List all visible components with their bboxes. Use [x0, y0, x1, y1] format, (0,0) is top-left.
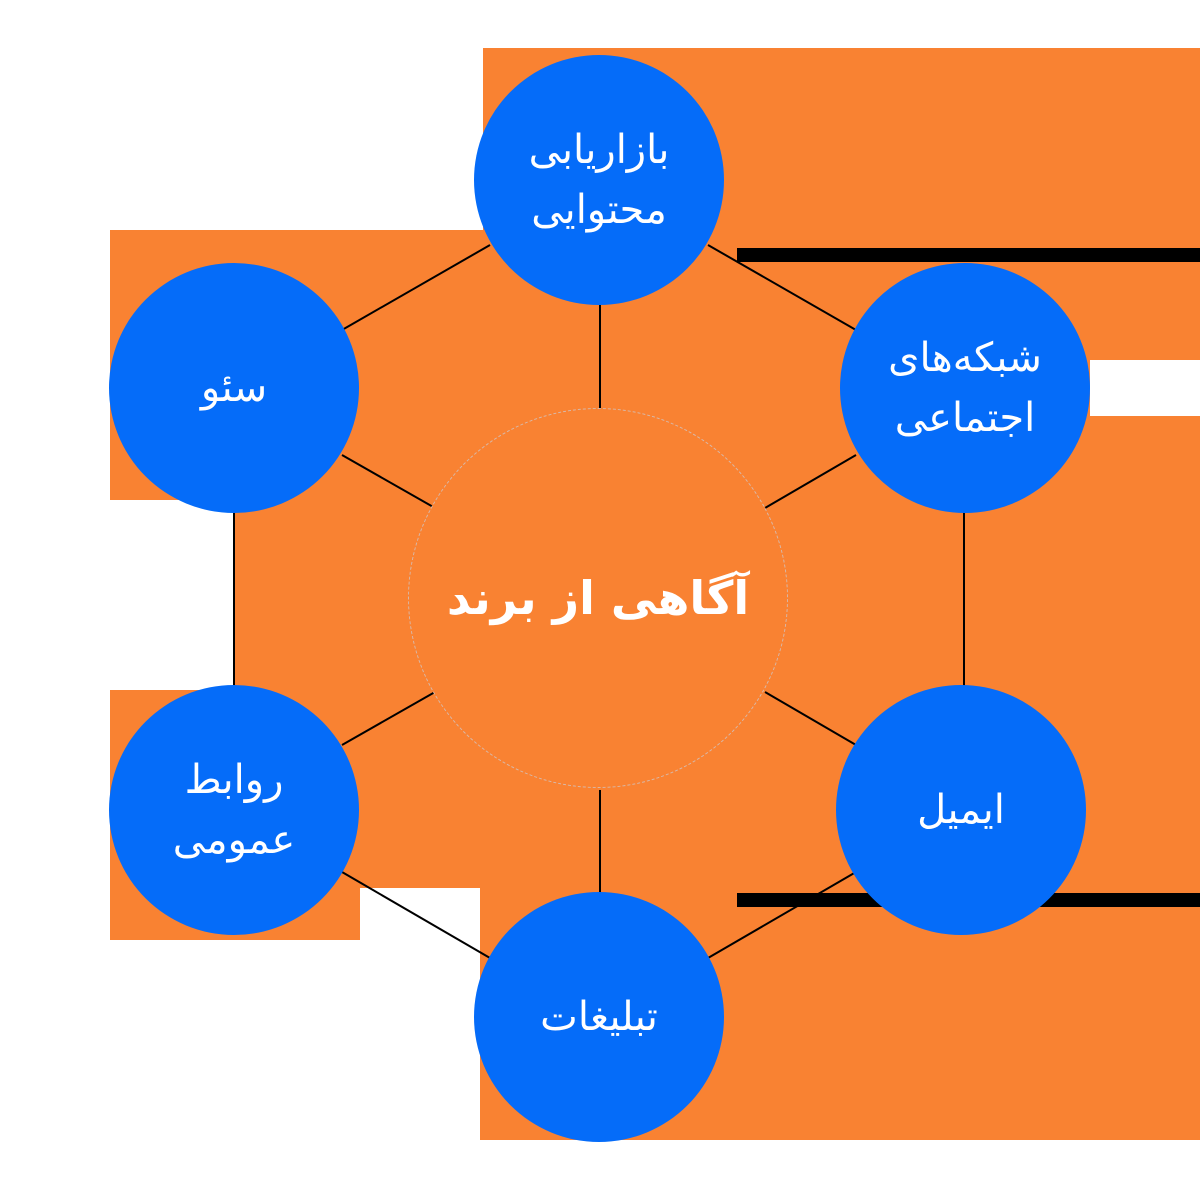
node-public-relations: روابط عمومی — [109, 685, 359, 935]
node-advertising: تبلیغات — [474, 892, 724, 1142]
node-label-line: ایمیل — [917, 787, 1005, 833]
background-block — [0, 0, 233, 230]
node-label-line: سئو — [200, 365, 268, 411]
background-block — [0, 940, 480, 1200]
node-label-line: روابط — [184, 757, 284, 803]
node-label-line: عمومی — [172, 817, 296, 863]
node-label-line: تبلیغات — [540, 994, 658, 1040]
background-block — [1090, 360, 1200, 416]
node-social-networks: شبکه‌های اجتماعی — [840, 263, 1090, 513]
node-label-line: شبکه‌های — [888, 335, 1042, 381]
node-seo: سئو — [109, 263, 359, 513]
node-label-line: بازاریابی — [528, 127, 670, 173]
node-email: ایمیل — [836, 685, 1086, 935]
node-content-marketing: بازاریابی محتوایی — [474, 55, 724, 305]
background-block — [233, 48, 483, 230]
center-node-brand-awareness: آگاهی از برند — [408, 408, 788, 788]
node-label-line: اجتماعی — [894, 395, 1036, 441]
shadow-block — [737, 248, 1200, 262]
node-label-line: محتوایی — [531, 187, 667, 233]
center-label: آگاهی از برند — [446, 571, 750, 625]
